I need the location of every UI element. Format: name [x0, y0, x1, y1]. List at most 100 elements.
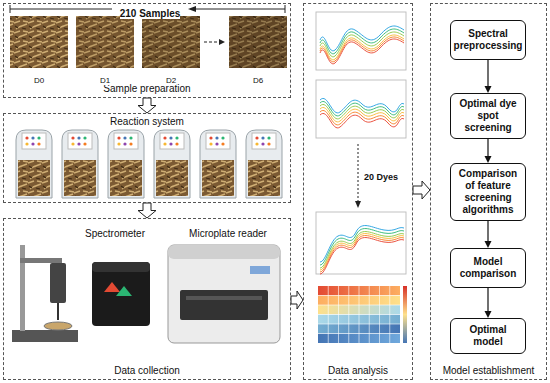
reaction-jars	[123, 136, 126, 139]
panel-title: Reaction system	[110, 116, 184, 127]
microplate-reader	[186, 296, 262, 300]
reaction-jars	[114, 133, 138, 149]
reaction-jars	[77, 136, 80, 139]
spectra-chart	[320, 238, 404, 274]
reaction-jars	[221, 136, 224, 139]
reaction-jars	[200, 130, 236, 198]
spectra-chart	[320, 98, 404, 112]
reaction-jars	[261, 136, 264, 139]
sample-photos	[76, 16, 134, 68]
flow-arrow	[485, 221, 492, 248]
sample-photos	[10, 16, 68, 68]
spectrometer-stand	[44, 322, 72, 330]
reaction-jars	[62, 130, 98, 198]
reaction-jars	[175, 142, 178, 145]
reaction-jars	[129, 142, 132, 145]
sample-count-bar	[194, 9, 285, 10]
reaction-jars	[64, 160, 96, 196]
panel-title: Data analysis	[328, 365, 388, 376]
reaction-jars	[202, 160, 234, 196]
hollow-arrow	[138, 203, 156, 218]
spectrometer-box	[92, 262, 150, 326]
sample-photos	[142, 16, 200, 68]
reaction-jars	[18, 160, 50, 196]
microplate-reader	[168, 245, 280, 343]
reaction-jars	[248, 160, 280, 196]
label-holder: Spectrometer	[70, 223, 160, 241]
box-text: Optimal model	[455, 324, 521, 348]
spectra-chart	[316, 12, 406, 70]
reaction-jars	[252, 133, 276, 149]
label-holder: D0	[24, 69, 54, 87]
reaction-jars	[169, 142, 172, 145]
reaction-jars	[160, 133, 184, 149]
process-box: Optimal model	[450, 318, 526, 354]
box-text: Comparison of feature screening algorith…	[455, 168, 521, 216]
reaction-jars	[175, 136, 178, 139]
spectrometer-box	[116, 286, 132, 296]
reaction-jars	[154, 130, 190, 198]
image-label: Spectrometer	[85, 228, 145, 239]
label-holder: Microplate reader	[168, 223, 288, 241]
dashed-panel: Data collection	[3, 218, 291, 380]
spectra-chart	[316, 12, 406, 70]
flow-arrow	[138, 203, 156, 218]
arrow-head	[485, 86, 492, 93]
hollow-arrow	[291, 291, 303, 309]
reaction-jars	[209, 136, 212, 139]
flow-arrow	[485, 60, 492, 93]
reaction-jars	[215, 142, 218, 145]
reaction-jars	[169, 136, 172, 139]
sample-photos	[142, 16, 200, 68]
reaction-jars	[246, 130, 282, 198]
arrow-line	[487, 60, 488, 87]
label-holder: D2	[156, 69, 186, 87]
box-text: Optimal dye spot screening	[455, 98, 521, 134]
spectrometer-stand	[20, 245, 25, 331]
reaction-jars	[117, 136, 120, 139]
reaction-jars	[163, 142, 166, 145]
reaction-jars	[16, 130, 282, 198]
spectra-chart	[320, 35, 404, 60]
spectrometer-stand	[12, 245, 78, 342]
image-label: Microplate reader	[189, 228, 267, 239]
reaction-jars	[200, 130, 236, 198]
label-holder: D1	[90, 69, 120, 87]
reaction-jars	[83, 142, 86, 145]
flow-arrow	[485, 139, 492, 163]
reaction-jars	[215, 136, 218, 139]
reaction-jars	[22, 133, 46, 149]
image-label: D0	[34, 76, 44, 85]
panel-title: Model establishment	[443, 365, 535, 376]
sample-photos	[219, 39, 225, 45]
sample-photos	[229, 16, 287, 68]
spectra-chart	[320, 37, 404, 62]
reaction-jars	[156, 160, 188, 196]
reaction-jars	[71, 142, 74, 145]
label-holder: 210 Samples	[114, 3, 186, 21]
label-holder: 20 Dyes	[364, 166, 410, 184]
box-text: Spectral preprocessing	[454, 28, 523, 52]
reaction-jars	[221, 142, 224, 145]
hollow-arrow	[138, 98, 156, 113]
reaction-jars	[62, 130, 98, 198]
spectrometer-stand	[50, 263, 66, 303]
reaction-jars	[37, 142, 40, 145]
process-box: Optimal dye spot screening	[450, 93, 526, 139]
process-box: Comparison of feature screening algorith…	[450, 163, 526, 221]
heatmap	[318, 286, 407, 343]
reaction-jars	[209, 142, 212, 145]
reaction-jars	[37, 136, 40, 139]
microplate-reader	[168, 245, 280, 343]
arrow-line	[487, 221, 488, 242]
hollow-arrow	[413, 181, 430, 199]
reaction-jars	[163, 136, 166, 139]
sample-photos	[204, 42, 220, 43]
reaction-jars	[31, 142, 34, 145]
spectrometer-box	[92, 262, 150, 272]
reaction-jars	[154, 130, 190, 198]
reaction-jars	[31, 136, 34, 139]
reaction-jars	[25, 142, 28, 145]
sample-photos	[229, 16, 287, 68]
